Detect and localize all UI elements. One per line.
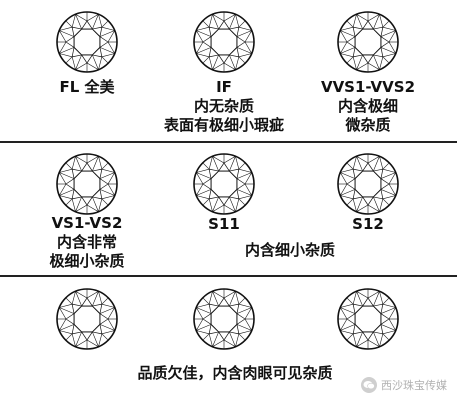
grade-label-line: FL 全美 bbox=[59, 78, 115, 96]
grade-label-line: 内含极细 bbox=[337, 97, 398, 115]
caption-text: 内含细小杂质 bbox=[244, 241, 335, 259]
shared-caption-row-3: 品质欠佳，内含肉眼可见杂质 bbox=[100, 364, 370, 383]
diamond-vvs bbox=[336, 10, 400, 74]
grade-label-line: S12 bbox=[352, 215, 384, 233]
grade-label-line: 表面有极细小瑕疵 bbox=[163, 116, 284, 134]
diamond-i1 bbox=[55, 287, 119, 351]
grade-label-line: VS1-VS2 bbox=[51, 214, 123, 232]
section-divider bbox=[0, 275, 457, 277]
diamond-s12 bbox=[336, 152, 400, 216]
section-divider bbox=[0, 141, 457, 143]
grade-label-if: IF 内无杂质 表面有极细小瑕疵 bbox=[144, 78, 304, 135]
grade-label-line: 极细小杂质 bbox=[49, 252, 125, 270]
grade-label-fl: FL 全美 bbox=[37, 78, 137, 97]
watermark: 西沙珠宝传媒 bbox=[357, 375, 451, 395]
watermark-text: 西沙珠宝传媒 bbox=[381, 379, 447, 392]
grade-label-s11: S11 bbox=[184, 215, 264, 234]
grade-label-vs: VS1-VS2 内含非常 极细小杂质 bbox=[32, 214, 142, 271]
diamond-fl bbox=[55, 10, 119, 74]
diamond-if bbox=[192, 10, 256, 74]
caption-text: 品质欠佳，内含肉眼可见杂质 bbox=[137, 364, 333, 382]
grade-label-vvs: VVS1-VVS2 内含极细 微杂质 bbox=[313, 78, 423, 135]
grade-label-line: 内含非常 bbox=[56, 233, 117, 251]
grade-label-line: VVS1-VVS2 bbox=[320, 78, 416, 96]
diamond-vs bbox=[55, 152, 119, 216]
grade-label-s12: S12 bbox=[328, 215, 408, 234]
wechat-icon bbox=[361, 377, 377, 393]
grade-label-line: IF bbox=[216, 78, 232, 96]
shared-caption-row-2: 内含细小杂质 bbox=[200, 241, 380, 260]
grade-label-line: S11 bbox=[208, 215, 240, 233]
diamond-i3 bbox=[336, 287, 400, 351]
grade-label-line: 内无杂质 bbox=[193, 97, 254, 115]
grade-label-line: 微杂质 bbox=[345, 116, 391, 134]
diamond-i2 bbox=[192, 287, 256, 351]
diamond-s11 bbox=[192, 152, 256, 216]
